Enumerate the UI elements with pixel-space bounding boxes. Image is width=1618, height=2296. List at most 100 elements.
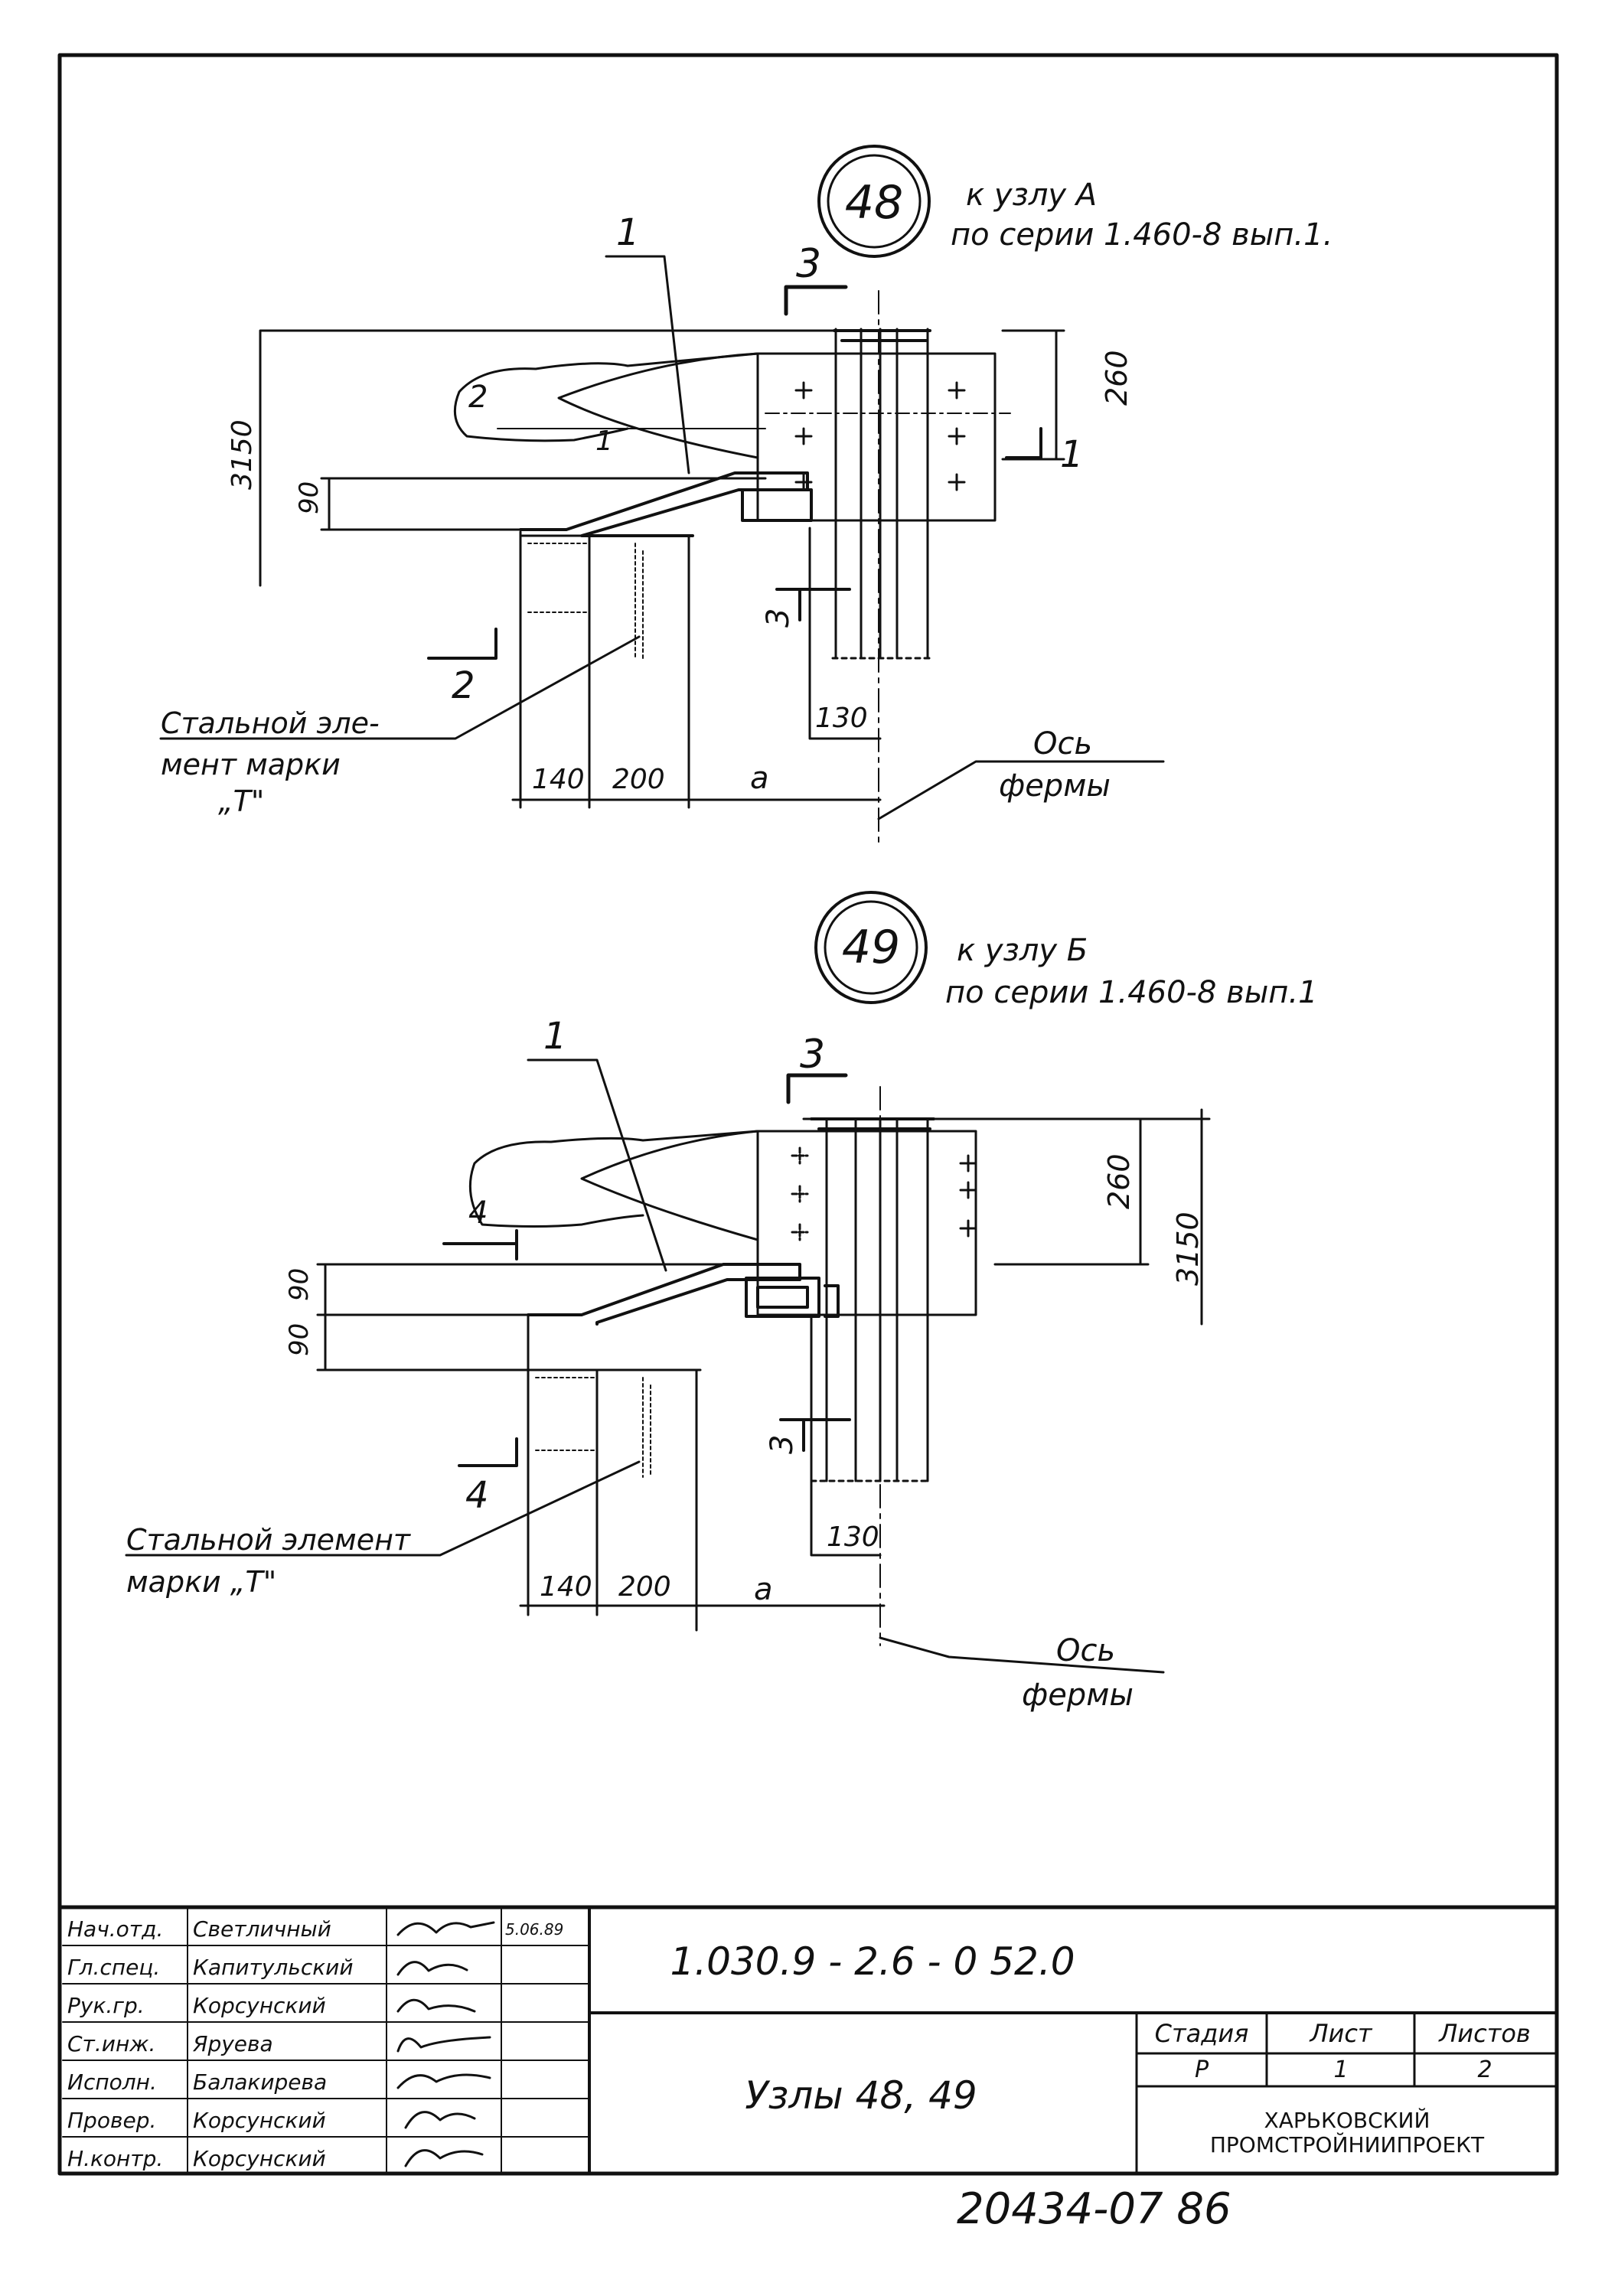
row-role: Н.контр. — [67, 2146, 163, 2171]
node-48-axis-leader — [877, 760, 1165, 820]
doc-code: 1.030.9 - 2.6 - 0 52.0 — [670, 1939, 1075, 1984]
title-row-lines — [62, 1945, 590, 2138]
row-name: Корсунский — [193, 2108, 326, 2133]
sheet-title: Узлы 48, 49 — [745, 2073, 977, 2118]
title-stage-grid — [1135, 2011, 1558, 2175]
node-48-purlin — [741, 488, 813, 522]
node-49-section-4-mark — [458, 1437, 518, 1467]
node-49-ref-line2: по серии 1.460-8 вып.1 — [945, 975, 1318, 1010]
row-name: Корсунский — [193, 1993, 326, 2018]
node-49-dim-90a: 90 — [284, 1268, 315, 1301]
node-48-dim-3150-lines — [259, 329, 874, 587]
node-48-section-1-mark — [1005, 427, 1042, 459]
node-48-section-1-right: 1 — [1060, 433, 1084, 476]
node-48-section-3-mark — [784, 285, 848, 316]
node-48-bolts-right — [948, 381, 966, 491]
node-48-dim-130-lines — [808, 527, 882, 740]
row-role: Нач.отд. — [67, 1916, 163, 1942]
node-48-truss-post — [834, 328, 929, 660]
node-48-dim-200: 200 — [612, 764, 665, 795]
title-block: 1.030.9 - 2.6 - 0 52.0 Узлы 48, 49 Стади… — [57, 1905, 1559, 2175]
org-line1: ХАРЬКОВСКИЙ — [1264, 2107, 1430, 2133]
node-49-truss-cap — [810, 1117, 935, 1130]
node-49-ref-line1: к узлу Б — [957, 933, 1088, 968]
node-48-circle-inner — [827, 154, 922, 249]
node-48-t-welds — [527, 543, 644, 659]
stage-value: Р — [1195, 2056, 1209, 2083]
sheet-value: 1 — [1333, 2056, 1348, 2083]
node-48-steel-l1: Стальной эле- — [161, 706, 380, 740]
node-49-steel-l1: Стальной элемент — [126, 1523, 412, 1557]
node-49-steel-l2: марки „Т" — [126, 1565, 276, 1599]
node-49-rafter-taper — [580, 1130, 759, 1241]
node-49-dim-a: a — [754, 1572, 773, 1607]
node-49-bolts-left — [791, 1146, 809, 1241]
org-line2: ПРОМСТРОЙНИИПРОЕКТ — [1210, 2131, 1485, 2157]
node-48-section-1: 1 — [595, 426, 613, 457]
node-48-rafter-outline — [453, 352, 759, 442]
node-49-steel-leader — [125, 1460, 641, 1557]
node-48-bolts-left — [794, 381, 813, 491]
node-48-circle-outer — [817, 145, 931, 258]
sheet-frame — [57, 53, 1559, 2176]
node-49-purlin — [745, 1277, 820, 1318]
node-49-dim-90-lines — [316, 1263, 767, 1371]
node-49-number: 49 — [842, 921, 900, 974]
node-49-clip — [824, 1284, 840, 1318]
row-name: Светличный — [193, 1916, 331, 1942]
signature-rows: Нач.отд. Светличный 5.06.89 Гл.спец. Кап… — [67, 1916, 563, 2171]
node-49-section-3: 3 — [800, 1032, 825, 1078]
signature-3 — [396, 1998, 476, 2013]
node-49-axis-l1: Ось — [1056, 1633, 1115, 1668]
node-48-sloped-plate — [519, 471, 809, 537]
node-48-ref-line2: по серии 1.460-8 вып.1. — [951, 217, 1333, 253]
node-49-sloped-plate — [527, 1263, 801, 1326]
node-48-gusset — [756, 352, 997, 522]
signature-2 — [396, 1961, 468, 1976]
node-48-axis-l1: Ось — [1033, 726, 1092, 762]
node-48-t-element — [519, 530, 690, 661]
node-48-section-3b: 3 — [761, 608, 796, 628]
node-48-axis-l2: фермы — [999, 768, 1111, 804]
node-49-t-element — [527, 1315, 702, 1482]
sheet-label: Лист — [1309, 2019, 1372, 2048]
node-49-leader-1 — [527, 1058, 667, 1272]
node-48-section-3b-mark — [775, 588, 851, 621]
signature-6 — [404, 2111, 476, 2129]
node-48-ref-line1: к узлу А — [966, 178, 1097, 213]
node-48-steel-l3: „Т" — [218, 784, 264, 818]
node-48-dim-3150: 3150 — [227, 419, 258, 490]
node-49-truss-post — [825, 1117, 929, 1482]
node-48-dim-260-lines — [1001, 329, 1065, 461]
node-49-dim-130-lines — [810, 1315, 882, 1557]
node-49-rafter-outline — [468, 1130, 759, 1228]
node-49-drawing: 49 к узлу Б по серии 1.460-8 вып.1 1 3 4… — [125, 891, 1318, 1713]
node-49-dim-90b: 90 — [284, 1323, 315, 1356]
signatures — [396, 1921, 495, 2167]
node-49-section-4: 4 — [465, 1474, 489, 1517]
node-48-steel-leader — [159, 635, 641, 740]
row-name: Корсунский — [193, 2146, 326, 2171]
row-date: 5.06.89 — [505, 1920, 563, 1939]
row-role: Исполн. — [67, 2069, 157, 2095]
stage-label: Стадия — [1155, 2019, 1249, 2048]
sheets-value: 2 — [1477, 2056, 1492, 2083]
node-49-section-4b: 4 — [468, 1195, 488, 1231]
footer-stamp: 20434-07 86 — [957, 2184, 1231, 2234]
node-49-dim-bottom-lines — [519, 1479, 886, 1632]
node-49-circle-outer — [814, 891, 928, 1004]
node-48-dim-a: a — [750, 761, 769, 796]
node-49-bolts-right — [959, 1154, 977, 1238]
node-49-axis-leader — [879, 1636, 1165, 1674]
signature-5 — [396, 2073, 491, 2089]
node-49-gusset — [756, 1130, 977, 1316]
row-role: Провер. — [67, 2108, 156, 2133]
node-49-section-3b-mark — [779, 1418, 851, 1452]
row-name: Балакирева — [193, 2069, 327, 2095]
node-48-section-2b: 2 — [468, 380, 488, 415]
signature-4 — [396, 2036, 491, 2053]
node-48-number: 48 — [845, 176, 903, 230]
signature-7 — [404, 2149, 484, 2167]
node-48-dim-140: 140 — [532, 764, 585, 795]
node-48-dim-260: 260 — [1100, 350, 1134, 406]
